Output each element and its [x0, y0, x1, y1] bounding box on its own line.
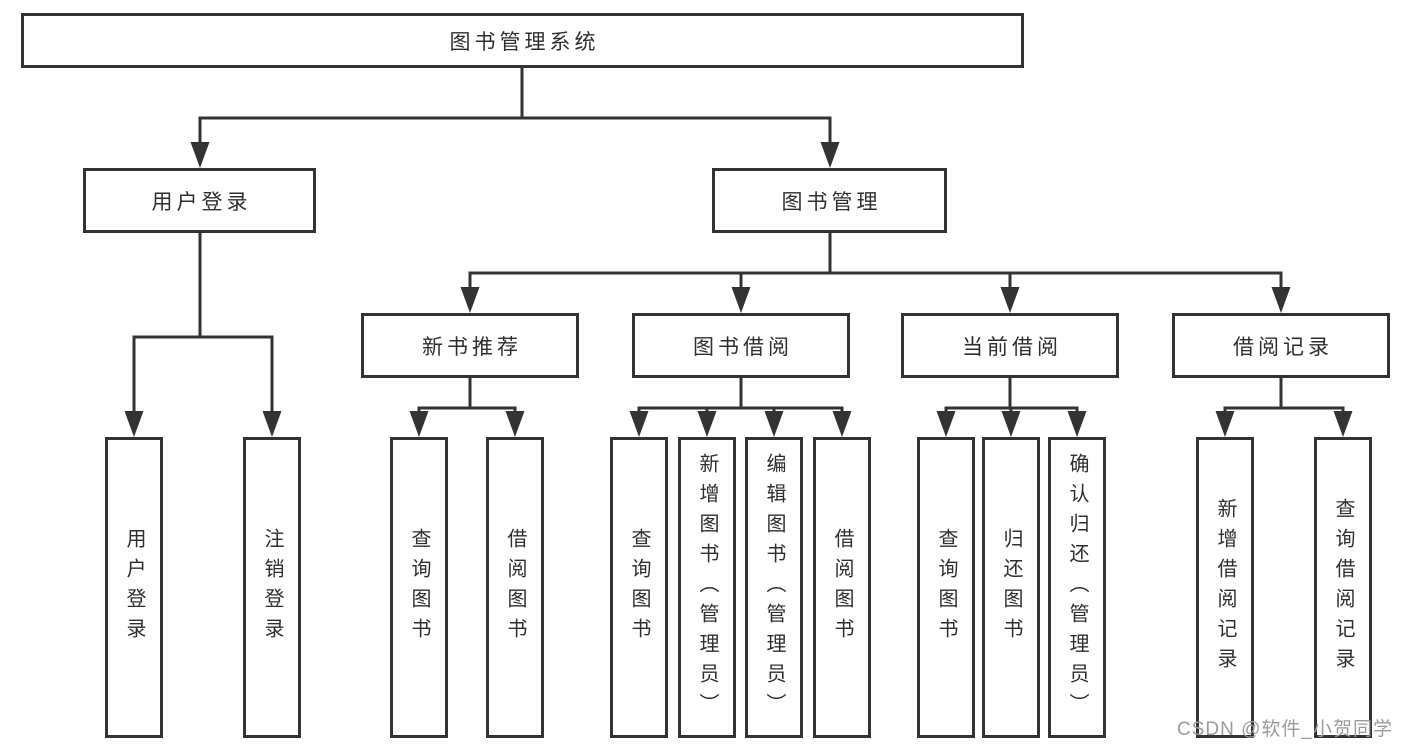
leaf-query-books-current: 查询图书 [917, 437, 975, 738]
node-label: 用户登录 [123, 527, 145, 648]
node-label: 归还图书 [1000, 527, 1022, 648]
leaf-user-login: 用户登录 [105, 437, 163, 738]
arrowhead [190, 142, 210, 168]
arrowhead [629, 411, 649, 437]
node-label: 借阅记录 [1233, 335, 1333, 359]
node-label: 借阅图书 [504, 527, 526, 648]
arrowhead [731, 287, 751, 313]
leaf-query-books-borrow: 查询图书 [610, 437, 668, 738]
connector-book-borrow-to-leaves [637, 376, 844, 413]
leaf-add-books-admin: 新增图书（管理员） [678, 437, 736, 738]
arrowhead [262, 411, 282, 437]
node-label: 用户登录 [151, 190, 252, 214]
connector-root-to-level1 [198, 66, 832, 144]
leaf-edit-books-admin: 编辑图书（管理员） [745, 437, 803, 738]
arrowhead [1067, 411, 1087, 437]
node-label: 图书借阅 [693, 335, 793, 359]
arrowhead [1333, 411, 1353, 437]
leaf-add-borrow-record: 新增借阅记录 [1196, 437, 1254, 738]
node-label: 查询借阅记录 [1332, 497, 1354, 678]
leaf-confirm-return-admin: 确认归还（管理员） [1048, 437, 1106, 738]
node-book-management: 图书管理 [712, 168, 947, 233]
node-label: 图书管理 [781, 190, 882, 214]
connector-borrow-records-to-leaves [1223, 376, 1345, 413]
node-label: 新增图书（管理员） [696, 452, 718, 723]
node-root-system: 图书管理系统 [21, 13, 1024, 68]
node-borrow-records: 借阅记录 [1172, 313, 1390, 378]
node-book-borrow: 图书借阅 [632, 313, 850, 378]
leaf-borrow-books-recommend: 借阅图书 [486, 437, 544, 738]
node-label: 注销登录 [261, 527, 283, 648]
node-new-book-recommend: 新书推荐 [361, 313, 579, 378]
arrowhead [505, 411, 525, 437]
arrowhead [832, 411, 852, 437]
leaf-query-books-recommend: 查询图书 [390, 437, 448, 738]
node-label: 当前借阅 [962, 335, 1062, 359]
node-label: 查询图书 [935, 527, 957, 648]
leaf-return-books: 归还图书 [982, 437, 1040, 738]
arrowhead [1215, 411, 1235, 437]
connector-current-borrow-to-leaves [944, 376, 1079, 413]
node-current-borrow: 当前借阅 [901, 313, 1119, 378]
node-label: 查询图书 [628, 527, 650, 648]
arrowhead [820, 142, 840, 168]
leaf-borrow-books: 借阅图书 [813, 437, 871, 738]
node-user-login-branch: 用户登录 [83, 168, 316, 233]
node-label: 查询图书 [408, 527, 430, 648]
node-label: 借阅图书 [831, 527, 853, 648]
node-label: 图书管理系统 [449, 30, 600, 54]
connector-user-login-to-leaves [132, 231, 274, 413]
csdn-watermark: CSDN @软件_小贺同学 [1177, 719, 1393, 740]
arrowhead [409, 411, 429, 437]
leaf-query-borrow-record: 查询借阅记录 [1314, 437, 1372, 738]
arrowhead [1001, 411, 1021, 437]
arrowhead [460, 287, 480, 313]
node-label: 编辑图书（管理员） [763, 452, 785, 723]
arrowhead [764, 411, 784, 437]
connector-book-mgmt-to-level2 [468, 231, 1283, 289]
node-label: 确认归还（管理员） [1066, 452, 1088, 723]
arrowhead [697, 411, 717, 437]
leaf-logout: 注销登录 [243, 437, 301, 738]
connector-new-book-to-leaves [417, 376, 517, 413]
node-label: 新书推荐 [422, 335, 522, 359]
arrowhead [1000, 287, 1020, 313]
node-label: 新增借阅记录 [1214, 497, 1236, 678]
arrowhead [124, 411, 144, 437]
arrowhead [1271, 287, 1291, 313]
arrowhead [936, 411, 956, 437]
